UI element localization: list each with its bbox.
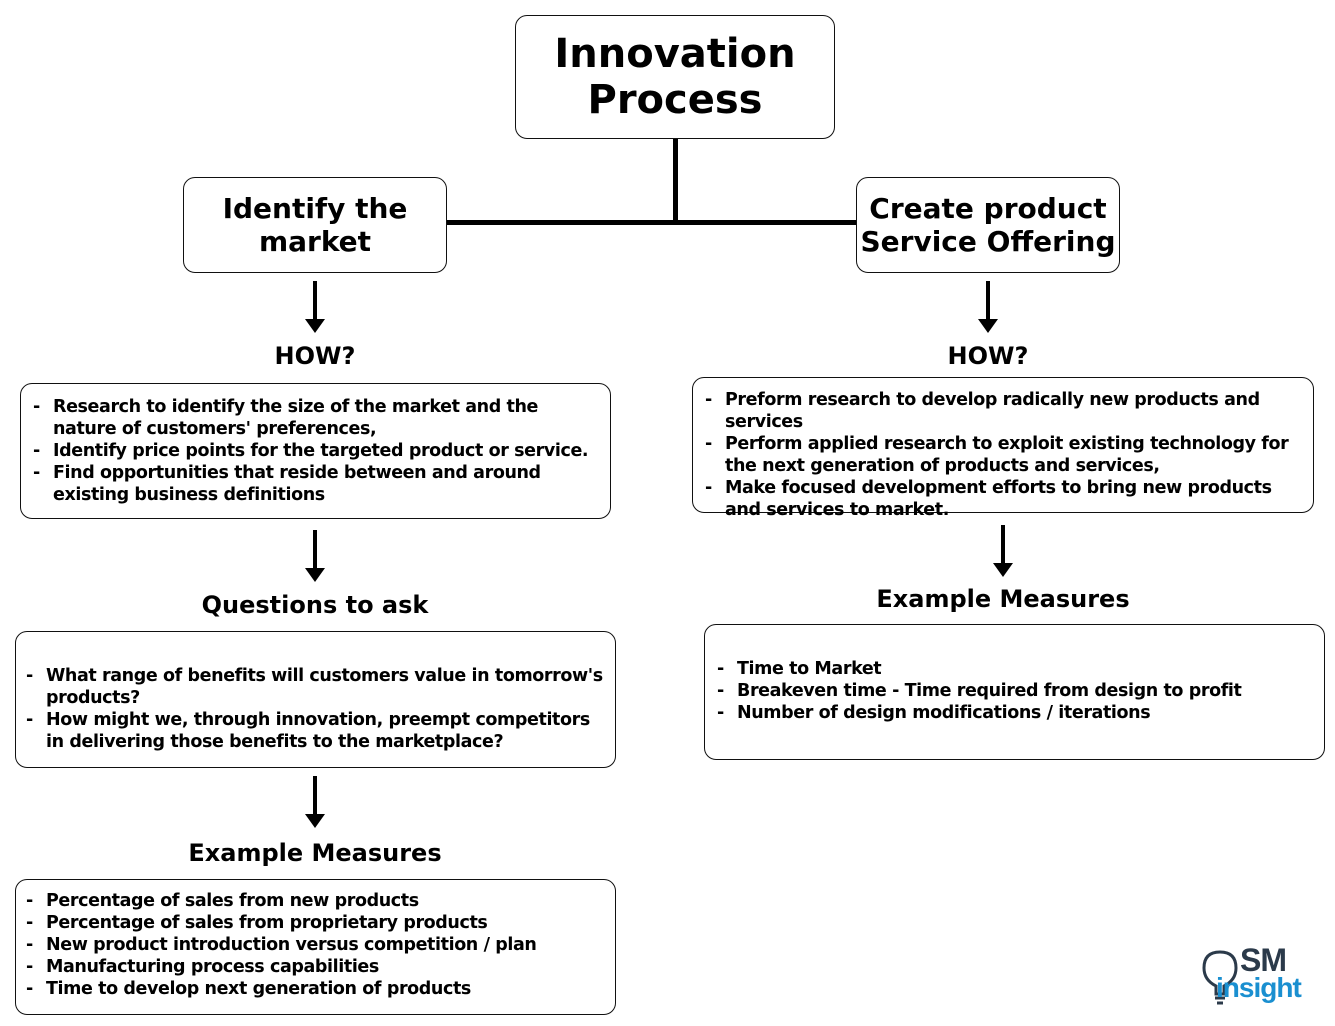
left-branch-node: Identify the market (183, 177, 447, 273)
list-item: Make focused development efforts to brin… (705, 477, 1303, 521)
connector-horizontal (446, 220, 858, 225)
list-item: What range of benefits will customers va… (26, 665, 605, 709)
root-title-line2: Process (587, 77, 763, 123)
right-title-line1: Create product (869, 192, 1107, 225)
list-item: Manufacturing process capabilities (26, 956, 605, 978)
left-how-list: Research to identify the size of the mar… (33, 396, 596, 506)
right-measures-box: Time to Market Breakeven time - Time req… (704, 624, 1325, 760)
list-item: Number of design modifications / iterati… (717, 702, 1314, 724)
logo-sm-text: SM (1240, 942, 1287, 978)
list-item: Preform research to develop radically ne… (705, 389, 1303, 433)
left-questions-heading: Questions to ask (201, 591, 429, 619)
list-item: Percentage of sales from proprietary pro… (26, 912, 605, 934)
right-measures-list: Time to Market Breakeven time - Time req… (717, 658, 1314, 724)
left-title-line1: Identify the (222, 192, 408, 225)
connector-root-vertical (673, 138, 678, 222)
list-item: How might we, through innovation, preemp… (26, 709, 605, 753)
right-measures-heading: Example Measures (876, 585, 1130, 613)
list-item: Percentage of sales from new products (26, 890, 605, 912)
logo-insight-text: insight (1216, 972, 1302, 1003)
list-item: Time to Market (717, 658, 1314, 680)
arrow-left-2 (305, 530, 325, 582)
list-item: New product introduction versus competit… (26, 934, 605, 956)
right-branch-node: Create product Service Offering (856, 177, 1120, 273)
right-how-box: Preform research to develop radically ne… (692, 377, 1314, 520)
arrow-right-1 (978, 281, 998, 333)
arrow-left-1 (305, 281, 325, 333)
left-how-heading: HOW? (274, 342, 356, 370)
list-item: Perform applied research to exploit exis… (705, 433, 1303, 477)
left-measures-box: Percentage of sales from new products Pe… (15, 879, 616, 1015)
arrow-left-3 (305, 776, 325, 828)
left-questions-list: What range of benefits will customers va… (26, 665, 605, 753)
left-title-line2: market (258, 225, 372, 258)
lightbulb-icon (1202, 950, 1238, 1005)
right-how-list: Preform research to develop radically ne… (705, 389, 1303, 521)
right-how-heading: HOW? (947, 342, 1029, 370)
left-questions-box: What range of benefits will customers va… (15, 631, 616, 768)
sm-insight-logo: SM insight (1200, 940, 1320, 1010)
left-how-box: Research to identify the size of the mar… (20, 383, 611, 519)
left-measures-heading: Example Measures (188, 839, 442, 867)
list-item: Research to identify the size of the mar… (33, 396, 596, 440)
list-item: Find opportunities that reside between a… (33, 462, 596, 506)
root-node: Innovation Process (515, 15, 835, 139)
list-item: Time to develop next generation of produ… (26, 978, 605, 1000)
list-item: Breakeven time - Time required from desi… (717, 680, 1314, 702)
arrow-right-2 (993, 525, 1013, 577)
list-item: Identify price points for the targeted p… (33, 440, 596, 462)
root-title-line1: Innovation (554, 31, 796, 77)
right-title-line2: Service Offering (860, 225, 1116, 258)
left-measures-list: Percentage of sales from new products Pe… (26, 890, 605, 1000)
